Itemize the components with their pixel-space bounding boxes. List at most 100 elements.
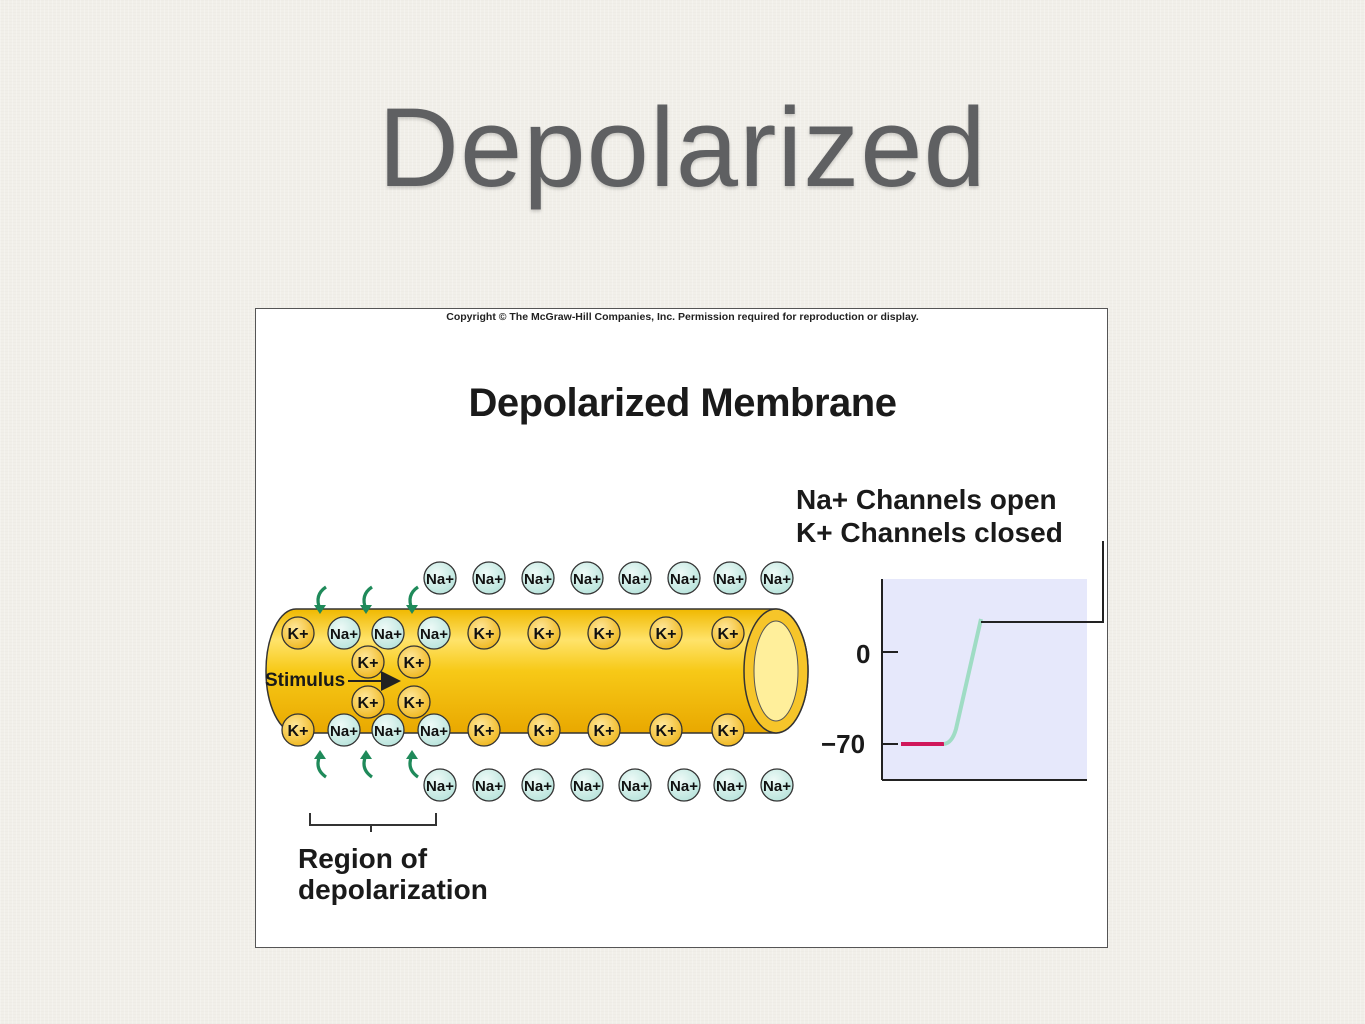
callout-line bbox=[981, 541, 1104, 623]
na-arrow-bottom-2-head bbox=[406, 750, 418, 759]
svg-text:K+: K+ bbox=[594, 723, 615, 740]
na-arrow-top-0-head bbox=[314, 605, 326, 614]
svg-text:Na+: Na+ bbox=[330, 723, 358, 740]
svg-text:K+: K+ bbox=[594, 626, 615, 643]
svg-text:K+: K+ bbox=[474, 723, 495, 740]
na-ion-outer-bottom-2: Na+ bbox=[521, 768, 555, 802]
na-ion-outer-bottom-6: Na+ bbox=[713, 768, 747, 802]
svg-text:K+: K+ bbox=[358, 695, 379, 712]
na-arrow-bottom-1-head bbox=[360, 750, 372, 759]
depolarization-curve bbox=[943, 618, 983, 746]
region-label: Region of depolarization bbox=[298, 843, 488, 905]
svg-text:Na+: Na+ bbox=[524, 778, 552, 795]
svg-text:K+: K+ bbox=[656, 626, 677, 643]
na-arrow-top-1-head bbox=[360, 605, 372, 614]
svg-text:K+: K+ bbox=[474, 626, 495, 643]
na-ion-outer-bottom-0: Na+ bbox=[423, 768, 457, 802]
na-ion-outer-bottom-3: Na+ bbox=[570, 768, 604, 802]
copyright-notice: Copyright © The McGraw-Hill Companies, I… bbox=[446, 311, 919, 323]
svg-text:K+: K+ bbox=[404, 695, 425, 712]
svg-text:Na+: Na+ bbox=[524, 571, 552, 588]
svg-text:Na+: Na+ bbox=[716, 571, 744, 588]
na-ion-outer-top-6: Na+ bbox=[713, 561, 747, 595]
svg-text:K+: K+ bbox=[718, 723, 739, 740]
figure-title: Depolarized Membrane bbox=[468, 381, 897, 425]
svg-text:K+: K+ bbox=[534, 723, 555, 740]
na-ion-outer-top-4: Na+ bbox=[618, 561, 652, 595]
svg-text:K+: K+ bbox=[718, 626, 739, 643]
svg-text:K+: K+ bbox=[288, 626, 309, 643]
svg-text:Na+: Na+ bbox=[420, 723, 448, 740]
svg-text:Na+: Na+ bbox=[763, 778, 791, 795]
svg-text:Na+: Na+ bbox=[573, 778, 601, 795]
k-ion-inner-2: K+ bbox=[351, 685, 385, 719]
region-label-line1: Region of bbox=[298, 843, 428, 874]
na-ion-membrane-bottom-1: Na+ bbox=[327, 713, 361, 747]
svg-text:Na+: Na+ bbox=[426, 778, 454, 795]
k-ion-membrane-top-0: K+ bbox=[281, 616, 315, 650]
sodium-influx-arrows bbox=[314, 585, 419, 779]
svg-text:Na+: Na+ bbox=[763, 571, 791, 588]
graph-background bbox=[882, 579, 1087, 780]
na-arrow-top-2-head bbox=[406, 605, 418, 614]
svg-text:Na+: Na+ bbox=[716, 778, 744, 795]
membrane-potential-graph bbox=[881, 541, 1104, 781]
svg-text:Na+: Na+ bbox=[374, 626, 402, 643]
k-channels-closed: K+ Channels closed bbox=[796, 517, 1063, 548]
k-ion-inner-3: K+ bbox=[397, 685, 431, 719]
svg-text:Na+: Na+ bbox=[374, 723, 402, 740]
na-ion-membrane-top-2: Na+ bbox=[371, 616, 405, 650]
graph-label-minus70: −70 bbox=[821, 729, 866, 759]
k-ion-membrane-bottom-8: K+ bbox=[711, 713, 745, 747]
na-channels-open: Na+ Channels open bbox=[796, 484, 1057, 515]
k-ion-membrane-top-4: K+ bbox=[467, 616, 501, 650]
na-ion-outer-bottom-5: Na+ bbox=[667, 768, 701, 802]
k-ion-membrane-bottom-0: K+ bbox=[281, 713, 315, 747]
channel-status-label: Na+ Channels open K+ Channels closed bbox=[796, 483, 1063, 549]
stimulus-label: Stimulus bbox=[265, 670, 346, 691]
k-ion-membrane-top-6: K+ bbox=[587, 616, 621, 650]
k-ion-membrane-bottom-6: K+ bbox=[587, 713, 621, 747]
na-ion-outer-bottom-4: Na+ bbox=[618, 768, 652, 802]
membrane-diagram: Na+ Na+ Na+ Na+ Na+ Na+ Na+ Na+ Na+ Na+ Na+ Na+ Na+ N… bbox=[265, 541, 1104, 832]
svg-text:Na+: Na+ bbox=[621, 571, 649, 588]
svg-text:K+: K+ bbox=[358, 655, 379, 672]
na-ion-outer-top-0: Na+ bbox=[423, 561, 457, 595]
svg-text:Na+: Na+ bbox=[475, 778, 503, 795]
svg-text:Na+: Na+ bbox=[621, 778, 649, 795]
k-ion-membrane-bottom-7: K+ bbox=[649, 713, 683, 747]
svg-text:Na+: Na+ bbox=[573, 571, 601, 588]
svg-text:Na+: Na+ bbox=[420, 626, 448, 643]
na-ion-membrane-bottom-3: Na+ bbox=[417, 713, 451, 747]
k-ion-membrane-top-7: K+ bbox=[649, 616, 683, 650]
na-ion-outer-top-5: Na+ bbox=[667, 561, 701, 595]
na-ion-outer-bottom-7: Na+ bbox=[760, 768, 794, 802]
k-ion-inner-0: K+ bbox=[351, 645, 385, 679]
k-ion-inner-1: K+ bbox=[397, 645, 431, 679]
k-ion-membrane-bottom-5: K+ bbox=[527, 713, 561, 747]
na-ion-outer-top-3: Na+ bbox=[570, 561, 604, 595]
na-ion-outer-top-2: Na+ bbox=[521, 561, 555, 595]
diagram-figure: Copyright © The McGraw-Hill Companies, I… bbox=[255, 308, 1108, 948]
svg-text:Na+: Na+ bbox=[670, 571, 698, 588]
na-ion-outer-bottom-1: Na+ bbox=[472, 768, 506, 802]
graph-label-0: 0 bbox=[856, 639, 871, 669]
na-ion-outer-top-7: Na+ bbox=[760, 561, 794, 595]
ion-layer: Na+ Na+ Na+ Na+ Na+ Na+ Na+ Na+ Na+ Na+ Na+ Na+ Na+ N… bbox=[281, 561, 794, 802]
na-ion-membrane-top-3: Na+ bbox=[417, 616, 451, 650]
na-ion-membrane-bottom-2: Na+ bbox=[371, 713, 405, 747]
k-ion-membrane-top-5: K+ bbox=[527, 616, 561, 650]
na-ion-membrane-top-1: Na+ bbox=[327, 616, 361, 650]
svg-text:K+: K+ bbox=[288, 723, 309, 740]
k-ion-membrane-bottom-4: K+ bbox=[467, 713, 501, 747]
na-arrow-bottom-0-head bbox=[314, 750, 326, 759]
slide-title: Depolarized bbox=[378, 85, 987, 210]
svg-text:Na+: Na+ bbox=[670, 778, 698, 795]
svg-text:K+: K+ bbox=[656, 723, 677, 740]
svg-text:Na+: Na+ bbox=[475, 571, 503, 588]
svg-text:K+: K+ bbox=[404, 655, 425, 672]
svg-text:K+: K+ bbox=[534, 626, 555, 643]
k-ion-membrane-top-8: K+ bbox=[711, 616, 745, 650]
svg-text:Na+: Na+ bbox=[330, 626, 358, 643]
region-bracket bbox=[309, 813, 437, 832]
